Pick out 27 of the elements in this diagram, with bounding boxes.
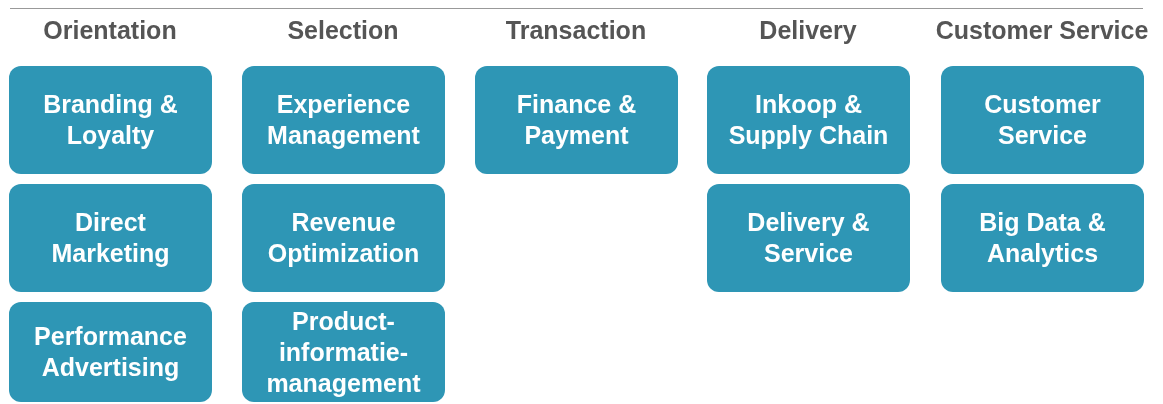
category-box	[9, 184, 212, 292]
category-box	[242, 302, 445, 402]
category-box	[707, 66, 910, 174]
category-box	[707, 184, 910, 292]
category-box	[9, 302, 212, 402]
category-box	[242, 66, 445, 174]
category-box	[475, 66, 678, 174]
category-box	[941, 184, 1144, 292]
column-heading: Orientation	[42, 16, 178, 45]
category-box	[242, 184, 445, 292]
category-box	[941, 66, 1144, 174]
category-box	[9, 66, 212, 174]
box-label: Branding & Loyalty	[42, 89, 179, 151]
column-heading: Selection	[286, 16, 400, 45]
column-heading: Transaction	[504, 16, 648, 45]
column-heading: Delivery	[758, 16, 858, 45]
box-label: Product- informatie- management	[265, 305, 422, 399]
box-label: Delivery & Service	[746, 207, 871, 269]
box-label: Inkoop & Supply Chain	[727, 89, 890, 151]
box-label: Big Data & Analytics	[978, 207, 1107, 269]
box-label: Finance & Payment	[515, 89, 638, 151]
box-label: Direct Marketing	[50, 207, 171, 269]
box-label: Performance Advertising	[33, 321, 188, 383]
box-label: Customer Service	[983, 89, 1102, 151]
box-label: Revenue Optimization	[266, 207, 421, 269]
box-label: Experience Management	[266, 89, 421, 151]
column-heading: Customer Service	[934, 16, 1150, 45]
